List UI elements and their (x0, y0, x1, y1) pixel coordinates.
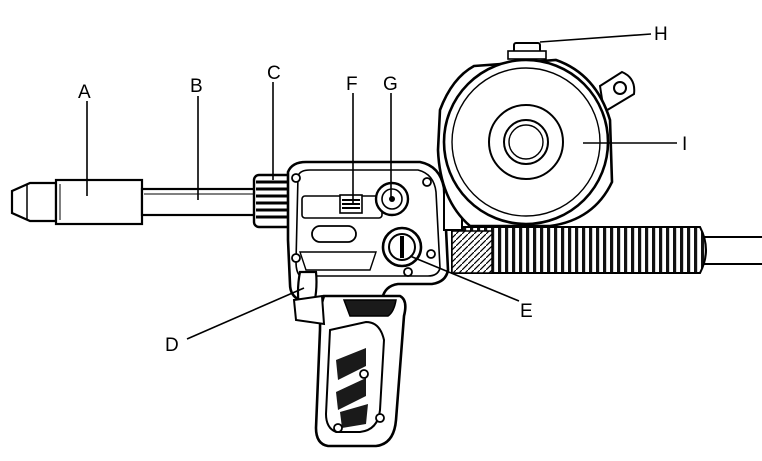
label-f: F (346, 74, 358, 95)
handle (292, 294, 407, 448)
label-a: A (78, 82, 91, 103)
top-knob (374, 181, 410, 217)
leader-d (186, 287, 305, 340)
vent-switch (339, 194, 363, 214)
leader-lines (86, 33, 677, 340)
leader-h (539, 33, 652, 43)
label-d: D (165, 335, 179, 356)
leader-e (409, 255, 520, 302)
label-g: G (383, 74, 398, 95)
cable-hose (451, 226, 762, 274)
nozzle-assembly (10, 178, 259, 226)
spool-housing (436, 42, 636, 231)
label-e: E (520, 301, 533, 322)
knurled-ring (252, 173, 294, 229)
label-i: I (682, 134, 687, 155)
label-b: B (190, 76, 203, 97)
label-h: H (654, 24, 668, 45)
label-c: C (267, 63, 281, 84)
